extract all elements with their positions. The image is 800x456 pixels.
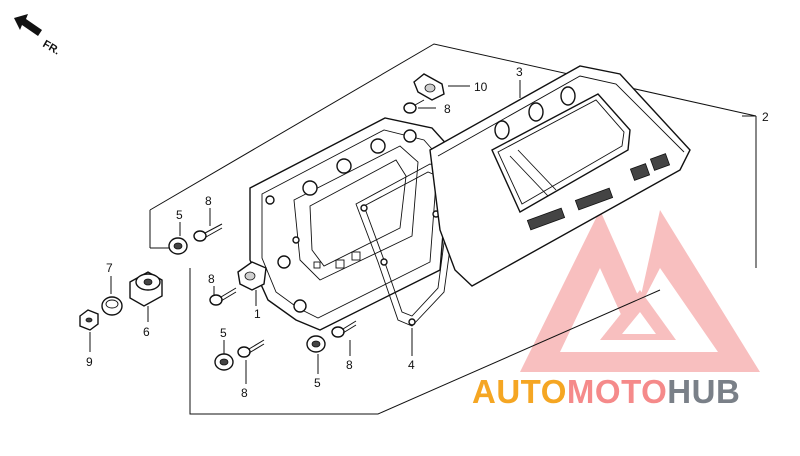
watermark-text: AUTOMOTOHUB: [472, 373, 740, 411]
watermark-auto: AUTO: [472, 373, 567, 410]
callout-5b: 5: [220, 326, 227, 340]
callout-3: 3: [516, 65, 523, 79]
meter-case-part: [249, 117, 451, 331]
screw-part-8-e: [403, 99, 425, 114]
callout-10: 10: [474, 80, 488, 94]
callout-7: 7: [106, 261, 113, 275]
rubber-mount-part-6: [129, 271, 163, 307]
collar-part-7: [101, 296, 123, 316]
callout-6: 6: [143, 325, 150, 339]
leader-lines: [89, 80, 756, 384]
grommet-part-5-lower: [306, 335, 326, 353]
callout-9: 9: [86, 355, 93, 369]
meter-visor-part: [429, 65, 691, 287]
grommet-part-5-upper: [168, 237, 188, 255]
screw-part-8-a: [193, 223, 223, 242]
nut-part-9: [79, 309, 99, 331]
screw-part-8-c: [237, 339, 265, 358]
callout-1: 1: [254, 307, 261, 321]
screw-part-8-b: [209, 287, 237, 306]
clamp-part-1: [237, 261, 267, 291]
grommet-part-5-middle: [214, 353, 234, 371]
callout-8b: 8: [208, 272, 215, 286]
front-direction-arrow: FR.: [14, 14, 62, 57]
callout-labels: 2 3 10 8 8 5 7 8 1 6 5 9 8 5 8 4: [86, 65, 769, 400]
clip-part-10: [413, 73, 445, 101]
callout-8a: 8: [205, 194, 212, 208]
assembly-outline: [149, 43, 757, 415]
callout-5c: 5: [314, 376, 321, 390]
watermark-logo: [520, 210, 760, 372]
callout-5a: 5: [176, 208, 183, 222]
callout-8d: 8: [346, 358, 353, 372]
callout-4: 4: [408, 358, 415, 372]
watermark-moto: MOTO: [566, 373, 668, 410]
direction-label: FR.: [41, 38, 62, 57]
callout-8c: 8: [241, 386, 248, 400]
callout-2: 2: [762, 110, 769, 124]
screw-part-8-d: [331, 320, 357, 338]
callout-8e: 8: [444, 102, 451, 116]
watermark-hub: HUB: [667, 373, 741, 410]
